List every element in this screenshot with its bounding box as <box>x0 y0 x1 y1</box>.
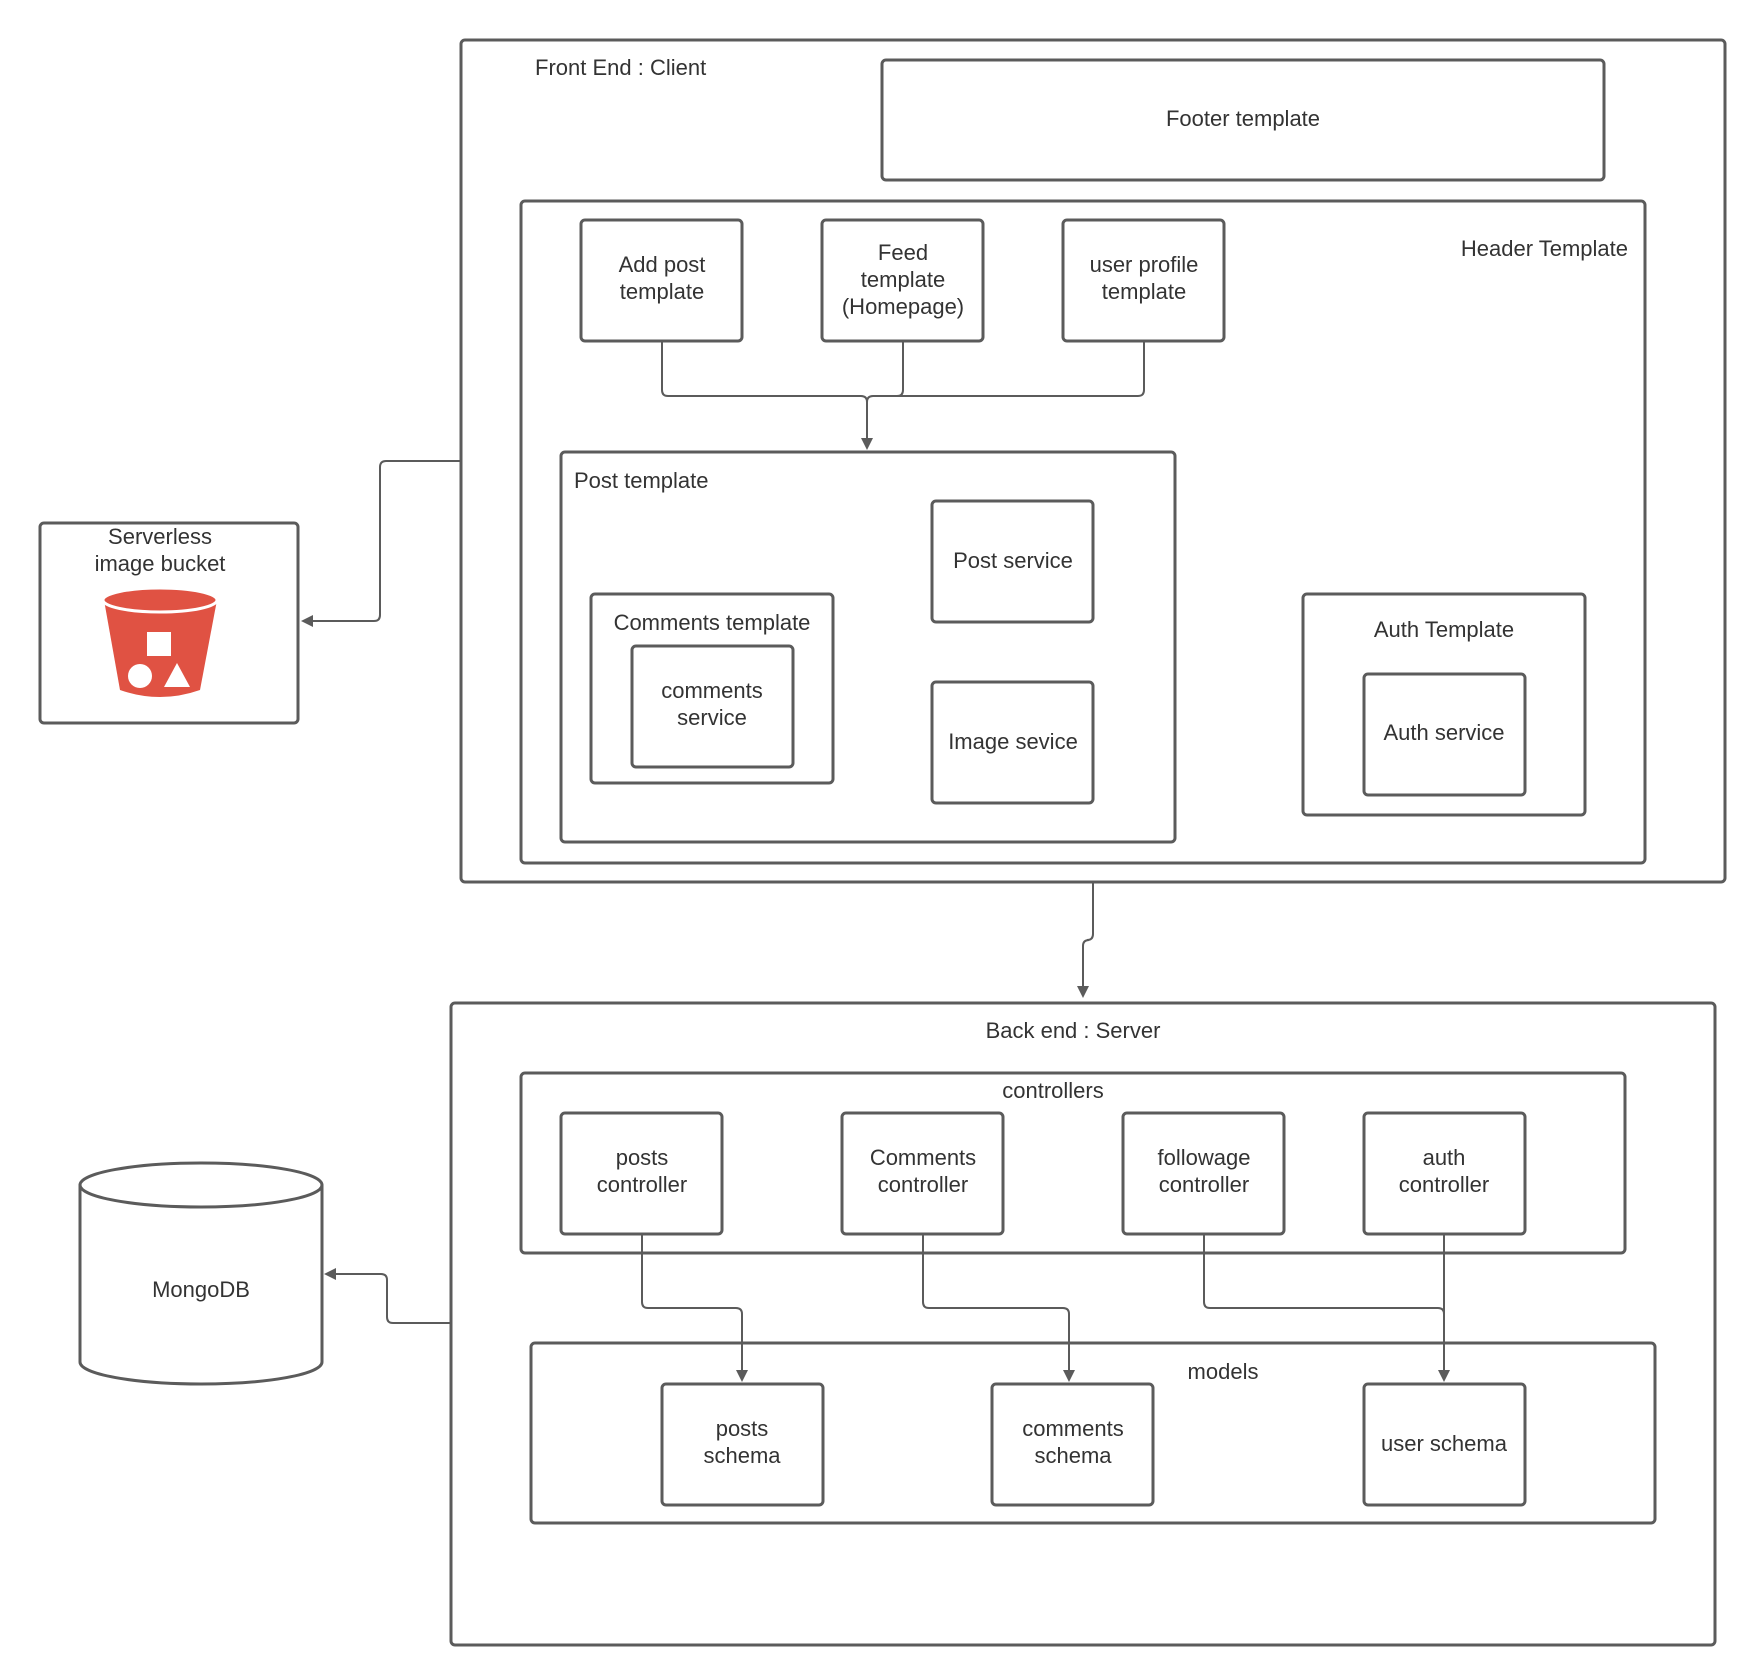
mongodb-cylinder: MongoDB <box>78 1161 324 1386</box>
posts-schema-line-2: schema <box>703 1443 781 1468</box>
connector-comments-controller-to-schema <box>922 1234 1075 1382</box>
posts-controller-box: posts controller <box>559 1111 724 1236</box>
image-service-box: Image sevice <box>930 680 1095 805</box>
add-post-line-1: Add post <box>619 252 706 277</box>
bucket-box: Serverless image bucket <box>38 521 300 725</box>
followage-controller-line-1: followage <box>1158 1145 1251 1170</box>
auth-template-label: Auth Template <box>1374 617 1514 642</box>
comments-controller-box: Comments controller <box>840 1111 1005 1236</box>
feed-line-2: template <box>861 267 945 292</box>
followage-controller-box: followage controller <box>1121 1111 1286 1236</box>
posts-controller-line-1: posts <box>616 1145 669 1170</box>
comments-schema-line-2: schema <box>1034 1443 1112 1468</box>
connector-posts-controller-to-schema <box>641 1234 748 1382</box>
backend-title: Back end : Server <box>986 1018 1161 1043</box>
auth-service-box: Auth service <box>1362 672 1527 797</box>
add-post-template-box: Add post template <box>579 218 744 343</box>
add-post-line-2: template <box>620 279 704 304</box>
comments-controller-line-1: Comments <box>870 1145 976 1170</box>
feed-line-3: (Homepage) <box>842 294 964 319</box>
user-profile-line-1: user profile <box>1090 252 1199 277</box>
models-label: models <box>1188 1359 1259 1384</box>
comments-schema-line-1: comments <box>1022 1416 1123 1441</box>
bucket-line-2: image bucket <box>95 551 226 576</box>
s3-bucket-icon <box>101 586 219 697</box>
auth-controller-box: auth controller <box>1362 1111 1527 1236</box>
post-template-label: Post template <box>574 468 709 493</box>
post-service-box: Post service <box>930 499 1095 624</box>
auth-controller-line-1: auth <box>1423 1145 1466 1170</box>
user-schema-label: user schema <box>1381 1431 1508 1456</box>
user-profile-template-box: user profile template <box>1061 218 1226 343</box>
user-profile-line-2: template <box>1102 279 1186 304</box>
posts-schema-box: posts schema <box>660 1382 825 1507</box>
feed-line-1: Feed <box>878 240 928 265</box>
connector-frontend-to-bucket <box>301 460 461 627</box>
connector-backend-to-mongodb <box>324 1268 451 1324</box>
image-service-label: Image sevice <box>948 729 1078 754</box>
frontend-title: Front End : Client <box>535 55 706 80</box>
post-service-label: Post service <box>953 548 1073 573</box>
header-template-label: Header Template <box>1461 236 1628 261</box>
comments-service-line-2: service <box>677 705 747 730</box>
feed-template-box: Feed template (Homepage) <box>820 218 985 343</box>
posts-schema-line-1: posts <box>716 1416 769 1441</box>
auth-service-label: Auth service <box>1383 720 1504 745</box>
comments-template-label: Comments template <box>614 610 811 635</box>
comments-schema-box: comments schema <box>990 1382 1155 1507</box>
connector-user-profile <box>873 341 1145 397</box>
comments-service-box: comments service <box>630 644 795 769</box>
footer-template-box: Footer template <box>880 58 1606 182</box>
controllers-box: controllers <box>519 1071 1627 1255</box>
footer-template-label: Footer template <box>1166 106 1320 131</box>
mongodb-label: MongoDB <box>152 1277 250 1302</box>
connector-frontend-to-backend <box>1077 882 1094 998</box>
comments-controller-line-2: controller <box>878 1172 968 1197</box>
controllers-label: controllers <box>1002 1078 1103 1103</box>
bucket-line-1: Serverless <box>108 524 212 549</box>
user-schema-box: user schema <box>1362 1382 1527 1507</box>
auth-controller-line-2: controller <box>1399 1172 1489 1197</box>
comments-service-line-1: comments <box>661 678 762 703</box>
posts-controller-line-2: controller <box>597 1172 687 1197</box>
followage-controller-line-2: controller <box>1159 1172 1249 1197</box>
